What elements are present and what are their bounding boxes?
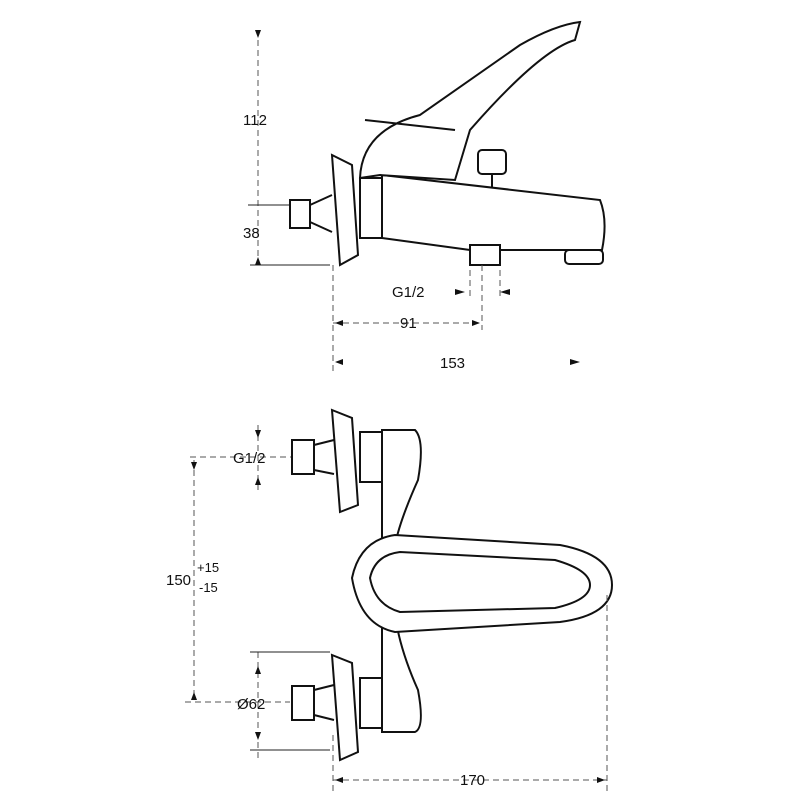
arrow-icon bbox=[255, 257, 261, 265]
dim-diameter-62: Ø62 bbox=[237, 696, 265, 713]
dim-112: 112 bbox=[243, 112, 267, 129]
wall-rosette bbox=[330, 153, 360, 267]
union-nut-upper bbox=[359, 431, 383, 483]
dim-150-tol-minus: -15 bbox=[199, 580, 218, 595]
inlet-connector bbox=[289, 199, 311, 229]
shower-outlet bbox=[469, 244, 501, 266]
spout-tip bbox=[564, 249, 604, 265]
dim-150-tol-plus: +15 bbox=[197, 560, 219, 575]
dim-150: 150 bbox=[166, 572, 191, 589]
arrow-icon bbox=[255, 30, 261, 38]
mixer-body bbox=[381, 173, 606, 251]
wall-rosette-lower bbox=[330, 653, 360, 762]
dim-g12-side: G1/2 bbox=[392, 284, 425, 301]
dim-91: 91 bbox=[400, 315, 417, 332]
dim-38: 38 bbox=[243, 225, 260, 242]
dim-g12-top: G1/2 bbox=[233, 450, 266, 467]
dim-170: 170 bbox=[460, 772, 485, 789]
side-view: 112 38 G1/2 91 153 bbox=[243, 20, 606, 375]
diverter-knob bbox=[477, 149, 507, 175]
lever-top bbox=[350, 533, 614, 634]
union-nut bbox=[359, 177, 383, 239]
dim-153: 153 bbox=[440, 355, 465, 372]
lever-handle bbox=[358, 20, 582, 182]
union-nut-lower bbox=[359, 677, 383, 729]
top-view: G1/2 150 +15 -15 Ø62 170 bbox=[166, 408, 614, 792]
wall-rosette-upper bbox=[330, 408, 360, 514]
